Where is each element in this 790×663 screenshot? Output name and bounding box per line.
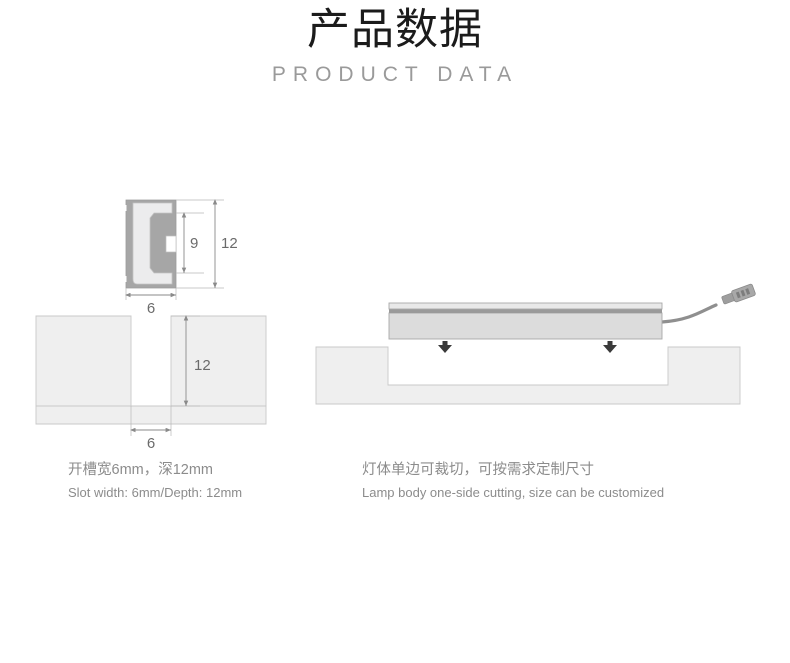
page-header: 产品数据 PRODUCT DATA: [0, 0, 790, 88]
lamp-body-divider: [389, 309, 662, 313]
caption-left-cn: 开槽宽6mm，深12mm: [68, 462, 214, 478]
profile-left-notch-bottom: [123, 276, 127, 282]
profile-cross-section: 9 12 6: [123, 199, 238, 317]
caption-left-diagram: 开槽宽6mm，深12mm Slot width: 6mm/Depth: 12mm: [68, 460, 242, 502]
connector-pin-2: [740, 289, 746, 297]
caption-right-diagram: 灯体单边可裁切，可按需求定制尺寸 Lamp body one-side cutt…: [362, 460, 664, 502]
cable-connector: [721, 283, 756, 305]
page-title-en: PRODUCT DATA: [271, 63, 519, 86]
dim-label-total-height: 12: [221, 235, 238, 252]
slot-groove-section: 12 6: [35, 315, 267, 452]
profile-inner-cavity: [132, 202, 173, 285]
page-title-cn: 产品数据: [307, 6, 483, 54]
dim-label-profile-width: 6: [147, 300, 155, 317]
caption-left-en: Slot width: 6mm/Depth: 12mm: [68, 485, 243, 500]
dim-label-inner-height: 9: [190, 235, 198, 252]
caption-right-cn: 灯体单边可裁切，可按需求定制尺寸: [362, 462, 594, 478]
profile-left-notch-top: [123, 205, 127, 211]
lamp-body-main: [388, 312, 663, 340]
caption-right-en: Lamp body one-side cutting, size can be …: [362, 485, 665, 500]
connector-pin-3: [745, 288, 751, 295]
connector-pin-1: [735, 291, 741, 299]
dim-label-slot-depth: 12: [194, 357, 211, 374]
power-cable: [660, 303, 718, 324]
slot-right-wall: [170, 315, 267, 407]
profile-led-window: [165, 235, 177, 253]
lamp-body-lens: [388, 302, 663, 310]
recess-substrate: [315, 346, 741, 405]
down-arrow-icon-left: [438, 341, 452, 353]
slot-base-slab: [35, 405, 267, 425]
slot-left-wall: [35, 315, 132, 407]
down-arrow-icon-right: [603, 341, 617, 353]
dim-label-slot-width: 6: [147, 435, 155, 452]
lamp-installation-section: [315, 283, 756, 405]
